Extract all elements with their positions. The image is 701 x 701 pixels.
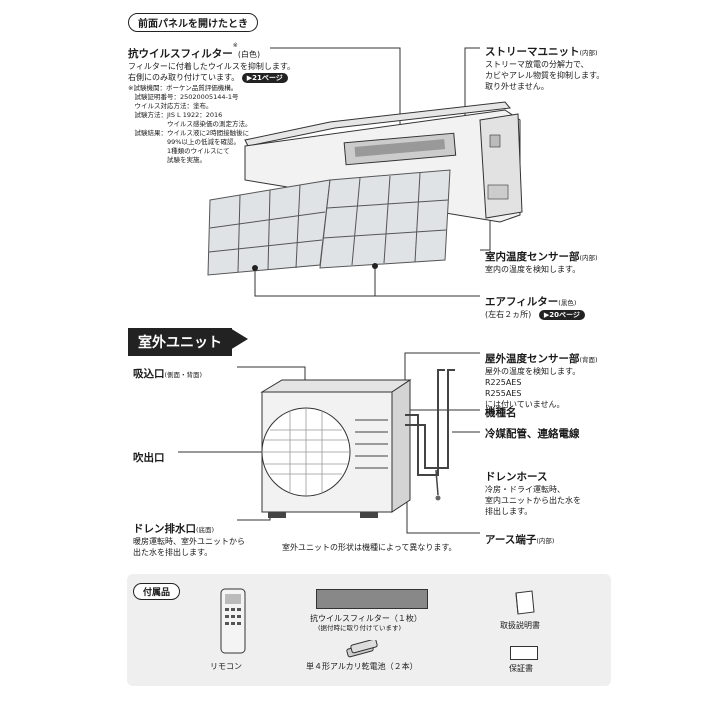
intake-suffix: (側面・背面) (164, 371, 203, 379)
refrigerant-pipes (405, 369, 455, 476)
leader-air-filter (254, 268, 480, 297)
air-filter-page-ref[interactable]: ▶20ページ (538, 310, 585, 320)
test-note-line: ウイルス対応方法：塗布。 (128, 102, 213, 110)
test-note-line: 99%以上の低減を確認。 (128, 138, 240, 146)
earth-terminal-label: アース端子(内部) (485, 528, 554, 547)
outlet-label: 吹出口 (133, 446, 165, 465)
drain-hose-title: ドレンホース (485, 471, 548, 483)
manual-icon (515, 590, 535, 615)
test-note-line: 試験証明番号：25020005144-1号 (128, 93, 239, 101)
outdoor-temp-sensor-desc: R255AES (485, 389, 522, 398)
drain-hose-desc: 室内ユニットから出た水を (485, 496, 581, 505)
test-note-line: 試験結果：ウイルス液に2時間接触後に (128, 129, 250, 137)
outdoor-temp-sensor-title: 屋外温度センサー部 (485, 353, 580, 365)
drain-hose-desc: 排出します。 (485, 507, 533, 516)
warranty-label: 保証書 (509, 664, 533, 673)
room-temp-sensor-suffix: (内部) (579, 254, 598, 262)
streamer-suffix: (内部) (579, 49, 598, 57)
remote-label: リモコン (210, 662, 242, 671)
accessories-title: 付属品 (133, 583, 181, 600)
drain-hose-desc: 冷房・ドライ運転時、 (485, 485, 565, 494)
indoor-unit-illustration (207, 47, 523, 297)
antivirus-filter-desc2: 右側にのみ取り付けています。 (128, 73, 240, 82)
intake-title: 吸込口 (133, 368, 165, 380)
drain-outlet-desc: 暖房運転時、室外ユニットから (133, 537, 245, 546)
indoor-section-title: 前面パネルを開けたとき (128, 13, 258, 32)
room-temp-sensor-desc: 室内の温度を検知します。 (485, 265, 581, 274)
model-name-label: 機種名 (485, 407, 517, 419)
left-air-filter (207, 179, 331, 276)
drain-outlet-desc: 出た水を排出します。 (133, 548, 213, 557)
manual-label: 取扱説明書 (500, 621, 540, 630)
test-note-line: ウイルス感染価の測定方法。 (128, 120, 252, 128)
outdoor-temp-sensor-desc: 屋外の温度を検知します。 (485, 367, 581, 376)
outdoor-temp-sensor-suffix: (背面) (579, 356, 598, 364)
antivirus-filter-note-mark: ※ (232, 42, 238, 49)
antivirus-filter-label: 抗ウイルスフィルター※(白色) フィルターに付着したウイルスを抑制します。 右側… (128, 42, 295, 83)
antivirus-filter-page-ref[interactable]: ▶21ページ (241, 73, 288, 83)
air-filter-desc: (左右２ヵ所) (485, 310, 532, 319)
outdoor-temp-sensor-label: 屋外温度センサー部(背面) 屋外の温度を検知します。 R225AES R255A… (485, 347, 598, 410)
room-temp-sensor-label: 室内温度センサー部(内部) 室内の温度を検知します。 (485, 245, 598, 275)
outdoor-temp-sensor-desc: R225AES (485, 378, 522, 387)
drain-hose-label: ドレンホース 冷房・ドライ運転時、 室内ユニットから出た水を 排出します。 (485, 465, 581, 517)
earth-terminal-suffix: (内部) (536, 537, 555, 545)
drain-outlet-label: ドレン排水口(底面) 暖房運転時、室外ユニットから 出た水を排出します。 (133, 517, 245, 558)
remote-control-icon (220, 588, 246, 654)
streamer-title: ストリーマユニット (485, 46, 580, 58)
test-notes: ※試験機関：ボーケン品質評価機構。 試験証明番号：25020005144-1号 … (128, 84, 252, 165)
streamer-label: ストリーマユニット(内部) ストリーマ放電の分解力で、 カビやアレル物質を抑制し… (485, 40, 604, 92)
streamer-desc: 取り外せません。 (485, 82, 549, 91)
antivirus-filter-desc1: フィルターに付着したウイルスを抑制します。 (128, 62, 296, 71)
test-note-line: ※試験機関：ボーケン品質評価機構。 (128, 84, 238, 92)
antivirus-filter-suffix: (白色) (237, 50, 261, 59)
refrigerant-pipe-label: 冷媒配管、連絡電線 (485, 428, 580, 440)
test-note-line: 試験方法：JIS L 1922：2016 (128, 111, 223, 119)
test-note-line: 試験を実施。 (128, 156, 206, 164)
streamer-desc: カビやアレル物質を抑制します。 (485, 71, 605, 80)
earth-terminal-title: アース端子 (485, 534, 537, 546)
filter-accessory-icon (316, 589, 428, 609)
outdoor-temp-sensor-desc: には付いていません。 (485, 400, 565, 409)
room-temp-sensor-title: 室内温度センサー部 (485, 251, 580, 263)
filter-accessory-note: (据付時に取り付けています) (318, 624, 402, 632)
streamer-desc: ストリーマ放電の分解力で、 (485, 60, 589, 69)
drain-outlet-title: ドレン排水口 (133, 523, 196, 535)
banner-arrow-icon (230, 328, 248, 350)
air-filter-label: エアフィルター(黒色) (左右２ヵ所) ▶20ページ (485, 290, 585, 320)
battery-icon (346, 640, 378, 658)
drain-outlet-suffix: (底面) (196, 526, 215, 534)
outdoor-section-title: 室外ユニット (128, 328, 232, 356)
air-filter-title: エアフィルター (485, 296, 559, 308)
battery-label: 単４形アルカリ乾電池（２本） (306, 662, 418, 671)
intake-label: 吸込口(側面・背面) (133, 362, 202, 381)
air-filter-suffix: (黒色) (558, 299, 577, 307)
outlet-title: 吹出口 (133, 452, 165, 464)
right-air-filter (319, 169, 451, 269)
filter-accessory-label: 抗ウイルスフィルター（１枚） (310, 614, 422, 623)
outdoor-unit-illustration (178, 352, 480, 534)
test-note-line: 1種類のウイルスにて (128, 147, 230, 155)
antivirus-filter-title: 抗ウイルスフィルター (128, 48, 233, 60)
drain-hose (435, 469, 439, 496)
warranty-icon (510, 646, 538, 660)
outdoor-shape-note: 室外ユニットの形状は機種によって異なります。 (282, 543, 457, 552)
